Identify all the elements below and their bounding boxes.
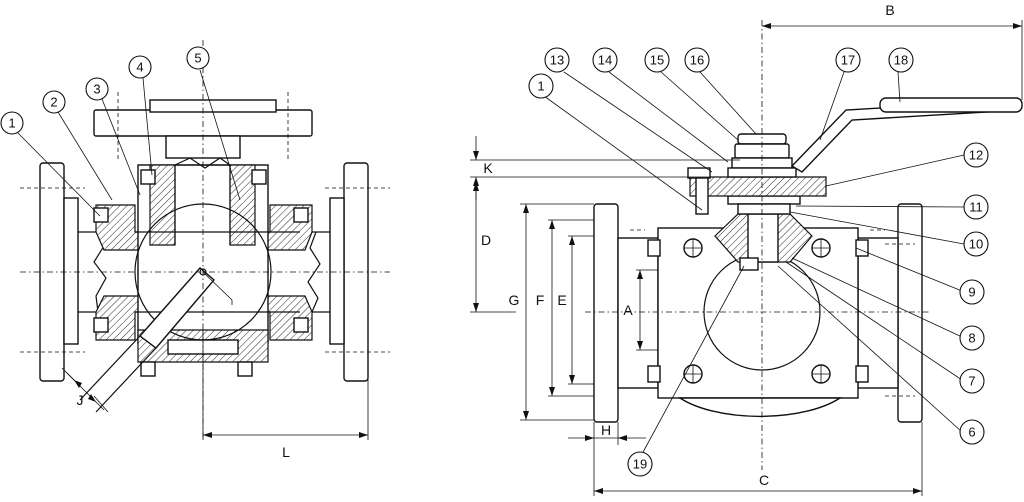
svg-text:1: 1 — [537, 79, 544, 94]
stem-break — [174, 157, 231, 169]
svg-text:2: 2 — [50, 95, 57, 110]
dim-b-label: B — [885, 2, 894, 18]
left-flange-b-hub — [329, 197, 345, 345]
svg-text:3: 3 — [93, 82, 100, 97]
right-elevation-view: B K D G F E A H — [470, 2, 1023, 496]
dim-e-label: E — [557, 292, 566, 308]
right-callout-16: 16 — [684, 47, 710, 73]
svg-text:7: 7 — [968, 374, 975, 389]
right-callout-19: 19 — [627, 451, 653, 477]
gland — [727, 195, 801, 205]
right-callout-15: 15 — [644, 47, 670, 73]
handle-grip — [879, 97, 1023, 113]
dim-g-label: G — [509, 292, 520, 308]
right-callout-6: 6 — [959, 419, 985, 445]
svg-text:11: 11 — [969, 200, 983, 215]
packing — [737, 203, 791, 215]
right-callout-17: 17 — [835, 47, 861, 73]
svg-text:4: 4 — [136, 60, 143, 75]
right-callout-1: 1 — [528, 73, 554, 99]
right-callout-9: 9 — [959, 279, 985, 305]
svg-text:18: 18 — [894, 53, 908, 68]
svg-text:17: 17 — [841, 53, 855, 68]
left-callout-3: 3 — [85, 77, 109, 101]
right-callout-8: 8 — [959, 325, 985, 351]
left-flange-a-hub — [63, 197, 79, 345]
svg-text:5: 5 — [194, 51, 201, 66]
dim-j-label: J — [77, 392, 84, 408]
dim-f-label: F — [536, 292, 545, 308]
svg-text:9: 9 — [968, 285, 975, 300]
svg-text:10: 10 — [969, 237, 983, 252]
dim-j-line — [65, 371, 105, 411]
left-callout-2: 2 — [42, 90, 66, 114]
dim-l-label: L — [282, 444, 290, 460]
dim-a-label: A — [623, 302, 633, 318]
stop-pin — [695, 177, 709, 215]
svg-text:8: 8 — [968, 331, 975, 346]
right-callout-10: 10 — [963, 231, 989, 257]
right-callout-12: 12 — [963, 142, 989, 168]
dim-h-label: H — [601, 422, 611, 438]
svg-text:19: 19 — [633, 457, 647, 472]
dim-k-label: K — [483, 160, 493, 176]
svg-text:16: 16 — [690, 53, 704, 68]
stem-key — [739, 257, 759, 271]
right-flange-b-neck — [857, 237, 899, 389]
right-callout-7: 7 — [959, 368, 985, 394]
svg-text:6: 6 — [968, 425, 975, 440]
right-body-bolts — [647, 238, 869, 384]
right-callout-18: 18 — [888, 47, 914, 73]
top-plate-raised — [149, 99, 277, 113]
stop-bolt — [687, 167, 711, 179]
svg-text:14: 14 — [598, 53, 612, 68]
dim-c-label: C — [759, 472, 769, 488]
dim-d-label: D — [481, 232, 491, 248]
right-flange-a-neck — [617, 237, 659, 389]
right-flange-a — [593, 203, 619, 423]
stem-housing-right — [229, 164, 256, 246]
left-callout-4: 4 — [128, 55, 152, 79]
left-callout-5: 5 — [186, 46, 210, 70]
left-section-view: L J 1 2 3 4 5 — [0, 40, 390, 460]
right-callout-13: 13 — [544, 47, 570, 73]
svg-text:15: 15 — [650, 53, 664, 68]
handle-plate — [689, 176, 827, 197]
svg-text:12: 12 — [969, 148, 983, 163]
left-bolts — [93, 169, 309, 377]
svg-text:1: 1 — [8, 116, 15, 131]
right-callout-11: 11 — [963, 194, 989, 220]
break-line-right — [307, 231, 321, 313]
stem — [747, 213, 779, 263]
bottom-flange-arc — [677, 397, 843, 418]
svg-text:13: 13 — [550, 53, 564, 68]
left-callout-1: 1 — [0, 111, 24, 135]
diagonal-port — [138, 267, 215, 349]
dim-d-line — [470, 182, 516, 313]
right-callout-14: 14 — [592, 47, 618, 73]
